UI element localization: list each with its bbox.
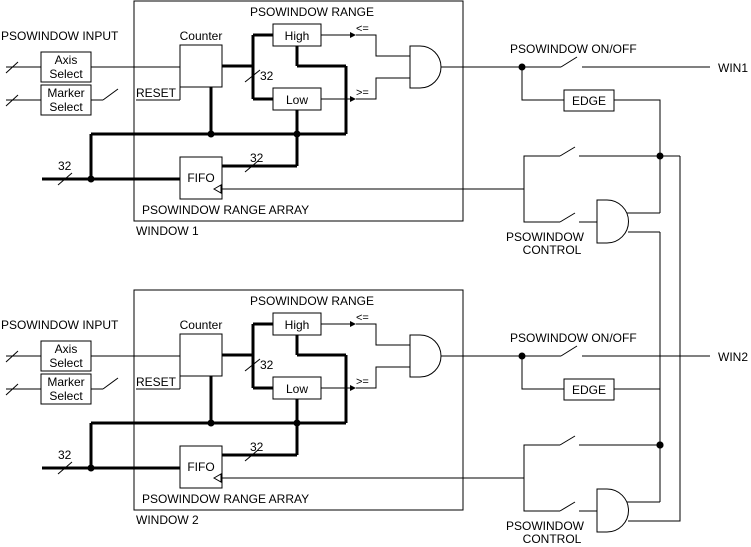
edge-label: EDGE: [572, 383, 606, 397]
window-frame: [133, 0, 464, 222]
and-gate: [409, 334, 442, 378]
onoff-switch: [560, 56, 578, 68]
range-array-label: PSOWINDOW RANGE ARRAY: [142, 492, 309, 506]
low-label: Low: [286, 93, 308, 107]
range-title: PSOWINDOW RANGE: [250, 5, 374, 19]
fifo-label: FIFO: [187, 460, 214, 474]
marker-select-line2: Select: [49, 100, 83, 114]
window-1: WINDOW 1 PSOWINDOW RANGE PSOWINDOW INPUT…: [1, 0, 748, 257]
control-line1: PSOWINDOW: [506, 519, 585, 533]
control-gate: [596, 199, 629, 244]
onoff-label: PSOWINDOW ON/OFF: [510, 42, 637, 56]
control-gate: [596, 488, 629, 533]
fifo-box: [179, 445, 223, 489]
control-line1: PSOWINDOW: [506, 230, 585, 244]
bus-width-input: 32: [58, 159, 72, 173]
input-label: PSOWINDOW INPUT: [1, 29, 119, 43]
fifo-label: FIFO: [187, 171, 214, 185]
output-label: WIN2: [718, 350, 748, 364]
cross-coupling: [628, 156, 681, 522]
onoff-label: PSOWINDOW ON/OFF: [510, 331, 637, 345]
ge-label: >=: [356, 376, 369, 388]
axis-select-line2: Select: [49, 356, 83, 370]
window-label: WINDOW 1: [136, 224, 199, 238]
window-2: WINDOW 2 PSOWINDOW RANGE PSOWINDOW INPUT…: [1, 289, 748, 546]
le-label: <=: [356, 312, 369, 324]
range-title: PSOWINDOW RANGE: [250, 294, 374, 308]
high-label: High: [285, 318, 310, 332]
reset-switch: [102, 377, 119, 390]
le-label: <=: [356, 23, 369, 35]
axis-select-box: [40, 51, 92, 83]
bus-width-fifo: 32: [250, 151, 264, 165]
and-gate: [409, 45, 442, 89]
onoff-switch: [560, 345, 578, 357]
marker-select-line2: Select: [49, 389, 83, 403]
bus-width-input: 32: [58, 448, 72, 462]
axis-select-box: [40, 340, 92, 372]
low-label: Low: [286, 382, 308, 396]
reset-label: RESET: [136, 86, 177, 100]
control-line2: CONTROL: [523, 243, 582, 257]
reset-switch: [102, 88, 119, 101]
bus-width-counter: 32: [260, 69, 274, 83]
bus-width-counter: 32: [260, 358, 274, 372]
range-array-label: PSOWINDOW RANGE ARRAY: [142, 203, 309, 217]
counter-box: [179, 333, 223, 377]
bus-width-fifo: 32: [250, 440, 264, 454]
axis-select-line2: Select: [49, 67, 83, 81]
counter-box: [179, 44, 223, 88]
axis-select-line1: Axis: [55, 342, 78, 356]
window-frame: [133, 289, 464, 511]
output-label: WIN1: [718, 61, 748, 75]
marker-select-box: [40, 84, 92, 116]
input-label: PSOWINDOW INPUT: [1, 318, 119, 332]
counter-label: Counter: [180, 29, 223, 43]
window-label: WINDOW 2: [136, 513, 199, 527]
axis-select-line1: Axis: [55, 53, 78, 67]
reset-label: RESET: [136, 375, 177, 389]
ge-label: >=: [356, 87, 369, 99]
control-line2: CONTROL: [523, 532, 582, 546]
counter-label: Counter: [180, 318, 223, 332]
edge-label: EDGE: [572, 94, 606, 108]
marker-select-line1: Marker: [47, 86, 84, 100]
high-label: High: [285, 29, 310, 43]
marker-select-line1: Marker: [47, 375, 84, 389]
